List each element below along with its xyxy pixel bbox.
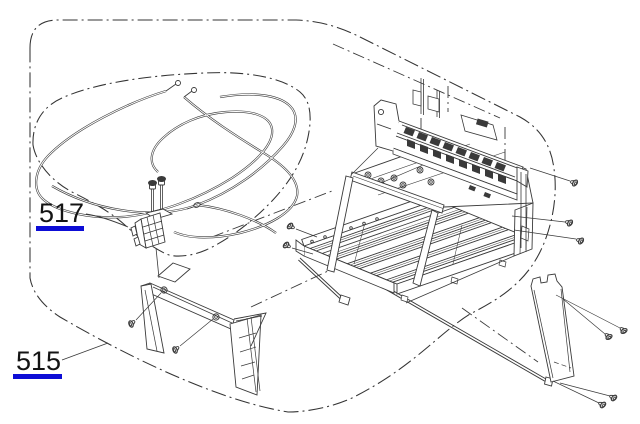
side-plate bbox=[530, 273, 630, 411]
cable-assembly bbox=[35, 80, 299, 239]
connector-screw-1 bbox=[148, 179, 157, 213]
label-leaders bbox=[61, 213, 129, 361]
part-label-517[interactable]: 517 bbox=[39, 198, 85, 228]
part-underline-517[interactable] bbox=[36, 226, 84, 231]
cable-region-boundary bbox=[32, 72, 311, 257]
slotted-rail bbox=[351, 78, 529, 250]
right-screws bbox=[511, 167, 586, 247]
connector-block bbox=[130, 175, 174, 279]
tray-braces bbox=[326, 175, 439, 287]
tray-left-screws bbox=[281, 220, 318, 255]
part-underline-515[interactable] bbox=[13, 374, 62, 379]
part-label-515[interactable]: 515 bbox=[16, 346, 62, 376]
cable-end-ferrules bbox=[165, 80, 201, 210]
outer-group-boundary bbox=[29, 19, 556, 413]
support-bracket bbox=[125, 262, 267, 396]
main-assembly bbox=[281, 78, 586, 387]
rail-slots bbox=[403, 127, 506, 172]
connector-screw-2 bbox=[157, 175, 166, 210]
